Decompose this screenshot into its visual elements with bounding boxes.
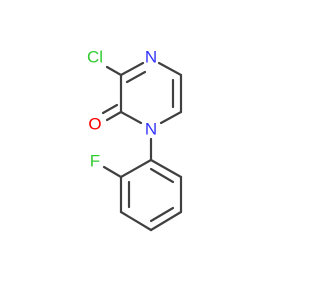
- atom-labels: Cl N N O F: [87, 48, 157, 171]
- bond-c6-n1: [159, 110, 183, 125]
- bond-ph6-ph1: [149, 158, 183, 179]
- bond-c3-n4-double: [125, 70, 147, 84]
- bond-ph4-ph5: [149, 210, 183, 232]
- bond-ph6-ph1-double: [149, 167, 175, 184]
- bond-c3-cl: [105, 65, 123, 77]
- atom-oxygen: O: [88, 115, 101, 134]
- bond-c2-o: [105, 110, 123, 122]
- bond-n4-c5: [157, 61, 183, 77]
- fluorophenyl-ring: [102, 158, 183, 232]
- atom-nitrogen-ring: N: [145, 48, 157, 67]
- bond-ph4-ph5-double: [149, 206, 175, 223]
- atom-nitrogen-amide: N: [145, 120, 157, 139]
- bond-n1-c2: [119, 110, 143, 125]
- bond-ph1-ph2: [119, 158, 153, 179]
- pyrazinone-ring: [101, 61, 183, 162]
- bond-ph3-ph4: [119, 210, 153, 232]
- bond-c3-n4: [119, 61, 145, 77]
- bond-ph2-f: [102, 165, 123, 179]
- atom-chlorine: Cl: [87, 48, 103, 67]
- bond-c2-o-double: [101, 103, 119, 115]
- atom-fluorine: F: [90, 152, 100, 171]
- molecule-diagram: Cl N N O F: [87, 48, 183, 232]
